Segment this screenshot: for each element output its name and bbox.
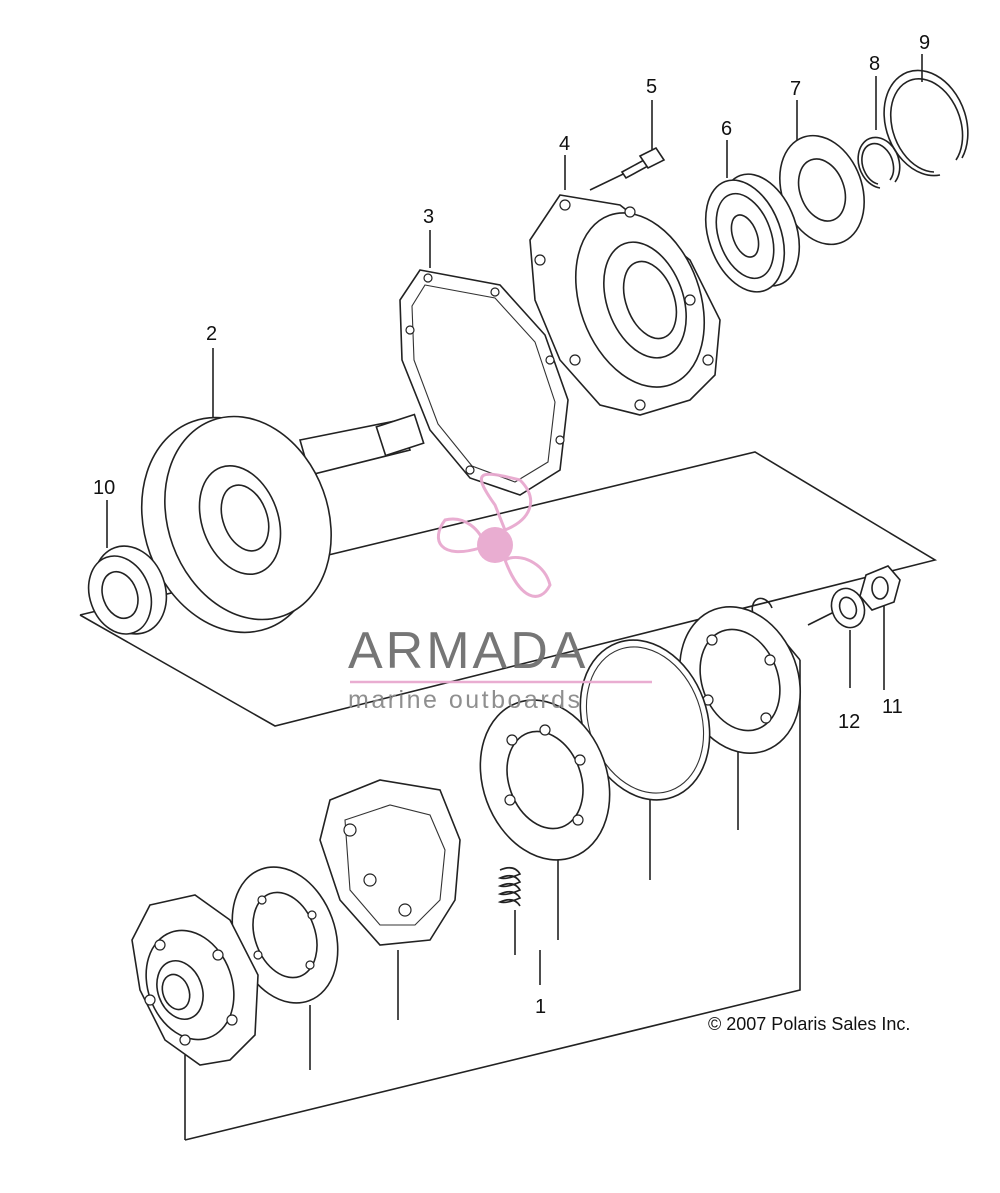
part-4-housing-cover [529,194,721,416]
part-2-drum-and-shaft [140,413,425,634]
callout-2: 2 [206,323,217,345]
part-1-clutch-plate-right [678,605,802,755]
callout-7: 7 [790,78,801,100]
callout-3: 3 [423,206,434,228]
part-5-bolt [620,146,666,180]
callout-4: 4 [559,133,570,155]
part-6-bearing [704,173,801,293]
part-3-gasket [399,269,569,496]
callout-8: 8 [869,53,880,75]
propeller-logo-icon [436,472,552,598]
watermark-brand: ARMADA [348,622,588,680]
callout-5: 5 [646,76,657,98]
callout-6: 6 [721,118,732,140]
part-10-bushing [87,545,168,635]
callout-11: 11 [882,696,903,718]
armada-watermark: ARMADA marine outboards [348,472,652,714]
part-1-clutch-shoes [319,779,461,946]
part-1-clutch-hub [131,894,259,1066]
callout-labels: 1 2 3 4 5 6 7 8 9 10 11 12 [93,32,930,1018]
callout-10: 10 [93,477,115,499]
part-8-snap-ring [857,136,901,189]
watermark-tagline: marine outboards [348,686,583,714]
callout-9: 9 [919,32,930,54]
callout-12: 12 [838,711,860,733]
part-9-retaining-ring [883,69,969,177]
part-12-washer [830,587,866,629]
part-1-pressure-plate [479,699,611,861]
part-7-seal-washer [779,134,865,246]
part-1-shoe-plate [231,866,339,1004]
part-11-nut [859,565,901,611]
part-1-spring [497,866,522,907]
copyright-notice: © 2007 Polaris Sales Inc. [708,1014,910,1034]
callout-1: 1 [535,996,546,1018]
